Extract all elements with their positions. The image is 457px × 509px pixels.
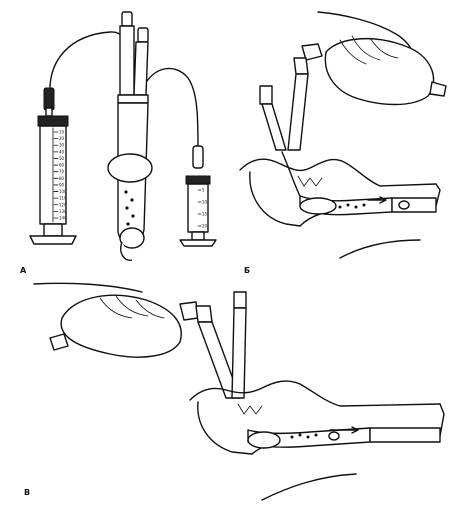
arrow-right-icon: [351, 426, 359, 434]
scale-label: 15: [202, 212, 208, 217]
scale-label: 20: [59, 136, 65, 141]
scale-label: 80: [59, 176, 65, 181]
panel-v-drawing: [33, 282, 445, 501]
scale-label: 100: [59, 189, 67, 194]
double-lumen-tube-icon: [107, 11, 153, 261]
arrow-right-icon: [379, 196, 387, 204]
scale-label: 90: [59, 182, 65, 187]
scale-label: 140: [59, 216, 67, 221]
syringe-small-icon: 5 10 15 20: [179, 145, 217, 247]
scale-label: 5: [202, 188, 205, 193]
scale-label: 20: [202, 224, 208, 229]
scale-label: 110: [59, 196, 67, 201]
scale-label: 10: [202, 200, 208, 205]
scale-label: 70: [59, 169, 65, 174]
scale-label: 120: [59, 202, 67, 207]
scale-label: 130: [59, 209, 67, 214]
scale-label: 40: [59, 149, 65, 154]
scale-label: 60: [59, 163, 65, 168]
hand-squeezing-bag-icon: [301, 11, 447, 106]
panel-label-a: A: [20, 266, 27, 275]
scale-label: 50: [59, 156, 65, 161]
panel-b-drawing: [239, 11, 447, 259]
scale-label: 30: [59, 143, 65, 148]
panel-label-v: В: [24, 488, 31, 497]
panel-label-b: Б: [244, 266, 251, 275]
scale-label: 10: [59, 130, 65, 135]
valve-left-icon: [43, 87, 55, 117]
line-tube-right: [139, 67, 199, 149]
line-tube-left: [49, 31, 129, 96]
hand-squeezing-bag-icon: [33, 282, 199, 358]
